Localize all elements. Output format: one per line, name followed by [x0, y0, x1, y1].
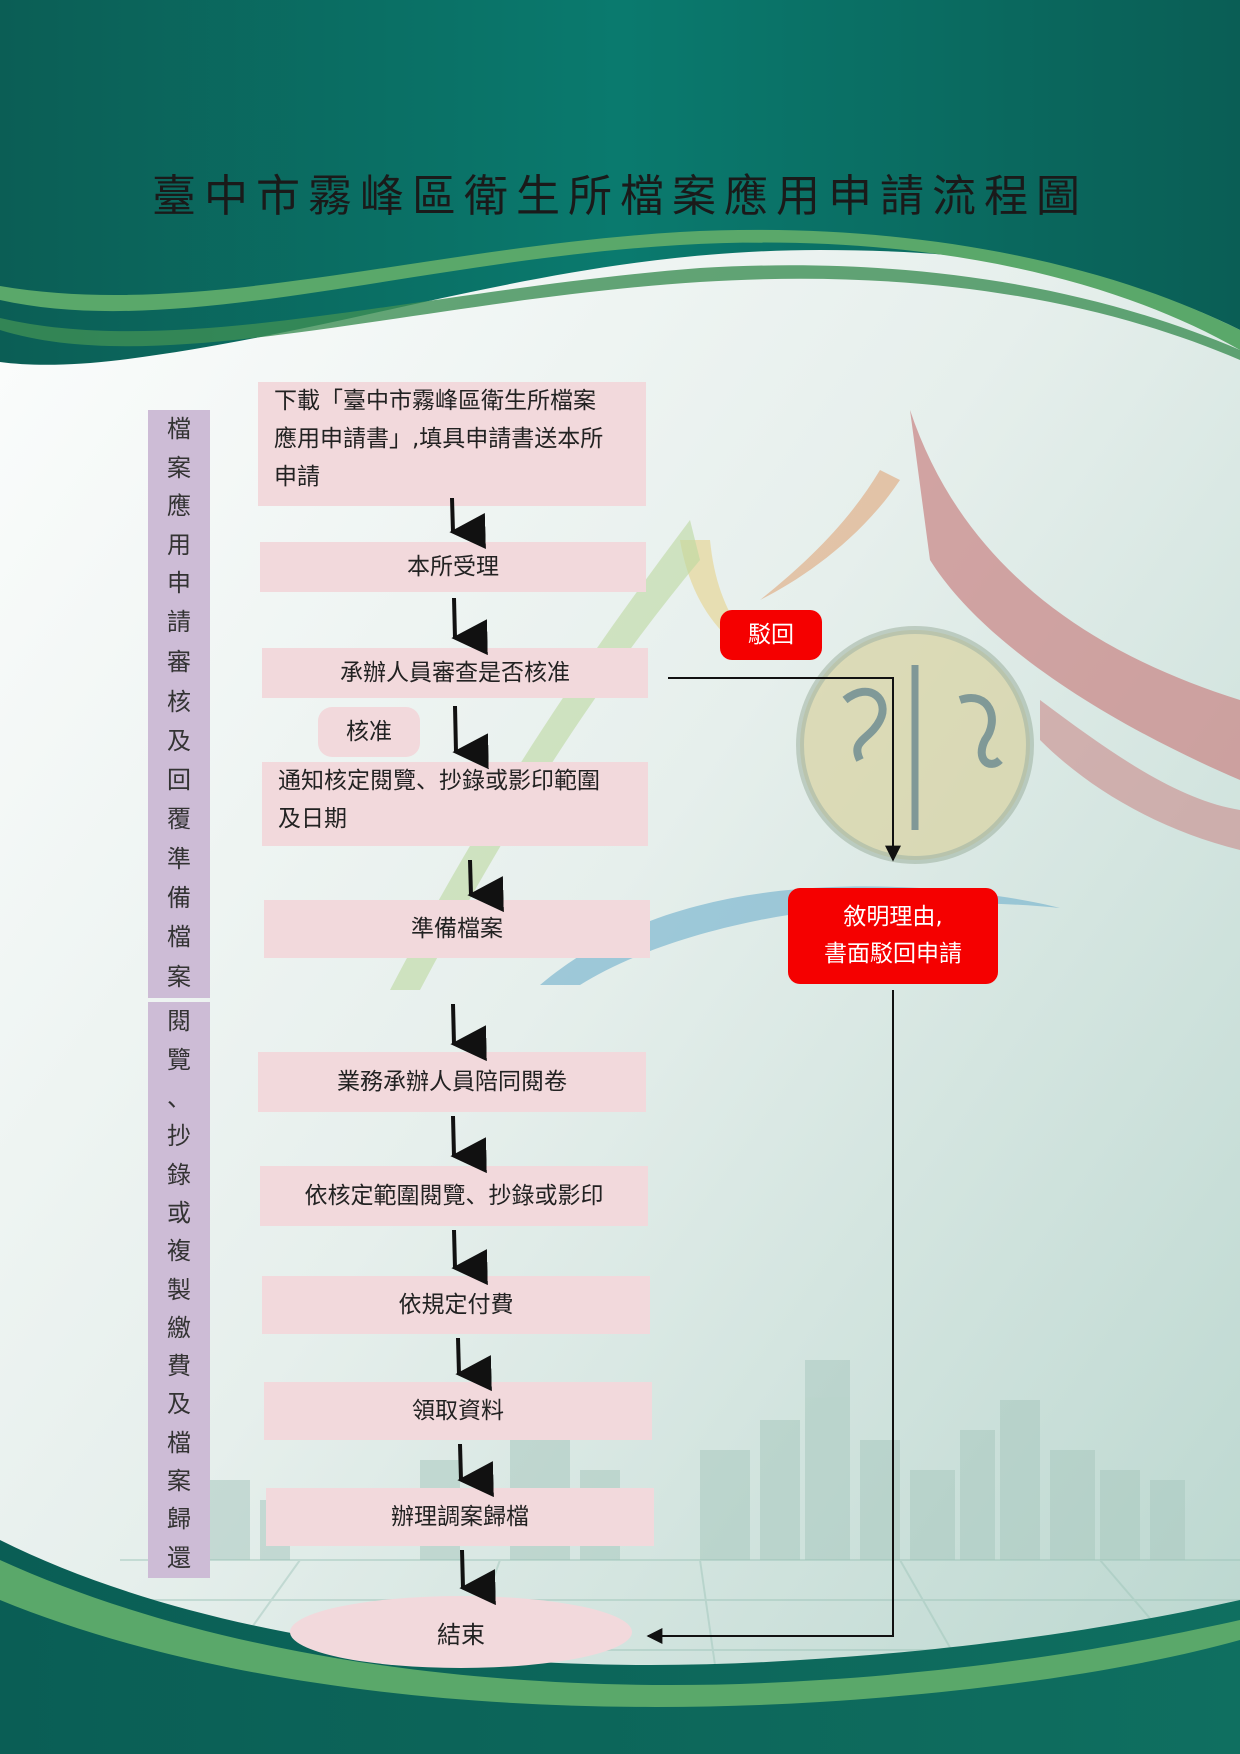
stage-bar-access: 閱覽、抄錄或複製繳費及檔案歸還 [148, 1002, 210, 1578]
stage-char: 準 [167, 844, 191, 873]
stage-char: 案 [167, 453, 191, 482]
reject-text-line: 敘明理由, [843, 904, 943, 930]
step-review: 承辦人員審查是否核准 [262, 648, 648, 698]
step-read-copy: 依核定範圍閱覽、抄錄或影印 [260, 1166, 648, 1226]
stage-char: 檔 [167, 923, 191, 952]
stage-char: 及 [167, 726, 191, 755]
step-text-line: 通知核定閱覽、抄錄或影印範圍 [278, 768, 600, 794]
step-prepare-files: 準備檔案 [264, 900, 650, 958]
stage-char: 或 [167, 1198, 191, 1227]
step-text-line: 下載「臺中市霧峰區衛生所檔案 [274, 388, 596, 414]
stage-char: 請 [167, 607, 191, 636]
reject-text-line: 書面駁回申請 [824, 941, 962, 967]
step-text-line: 申請 [274, 464, 320, 490]
stage-char: 繳 [167, 1313, 191, 1342]
stage-char: 回 [167, 766, 191, 795]
stage-char: 、 [167, 1083, 191, 1112]
stage-char: 核 [167, 687, 191, 716]
stage-char: 備 [167, 884, 191, 913]
step-text-line: 及日期 [278, 806, 347, 832]
stage-char: 費 [167, 1352, 191, 1381]
step-pay: 依規定付費 [262, 1276, 650, 1334]
stage-char: 錄 [167, 1160, 191, 1189]
stage-bar-application: 檔案應用申請 [148, 410, 210, 642]
stage-char: 還 [167, 1543, 191, 1572]
stage-char: 檔 [167, 1428, 191, 1457]
stage-char: 審 [167, 648, 191, 677]
stage-char: 案 [167, 962, 191, 991]
stage-bar-review: 審核及回覆準備檔案 [148, 642, 210, 998]
label-reject: 駁回 [720, 610, 822, 660]
step-text-line: 應用申請書」,填具申請書送本所 [274, 426, 604, 452]
step-notify-scope: 通知核定閱覽、抄錄或影印範圍 及日期 [262, 762, 648, 846]
step-collect: 領取資料 [264, 1382, 652, 1440]
step-download-application: 下載「臺中市霧峰區衛生所檔案 應用申請書」,填具申請書送本所 申請 [258, 382, 646, 506]
stage-char: 案 [167, 1467, 191, 1496]
label-approve: 核准 [318, 707, 420, 757]
stage-char: 歸 [167, 1505, 191, 1534]
stage-char: 製 [167, 1275, 191, 1304]
stage-char: 及 [167, 1390, 191, 1419]
stage-char: 用 [167, 530, 191, 559]
stage-char: 閱 [167, 1007, 191, 1036]
stage-char: 應 [167, 492, 191, 521]
step-accept: 本所受理 [260, 542, 646, 592]
page-title: 臺中市霧峰區衛生所檔案應用申請流程圖 [152, 171, 1088, 222]
stage-char: 申 [167, 569, 191, 598]
stage-char: 覆 [167, 805, 191, 834]
step-reject-notice: 敘明理由, 書面駁回申請 [788, 888, 998, 984]
step-archive: 辦理調案歸檔 [266, 1488, 654, 1546]
step-accompany-review: 業務承辦人員陪同閱卷 [258, 1052, 646, 1112]
stage-char: 複 [167, 1237, 191, 1266]
stage-char: 檔 [167, 415, 191, 444]
step-end: 結束 [290, 1596, 632, 1668]
stage-char: 抄 [167, 1122, 191, 1151]
stage-char: 覽 [167, 1045, 191, 1074]
